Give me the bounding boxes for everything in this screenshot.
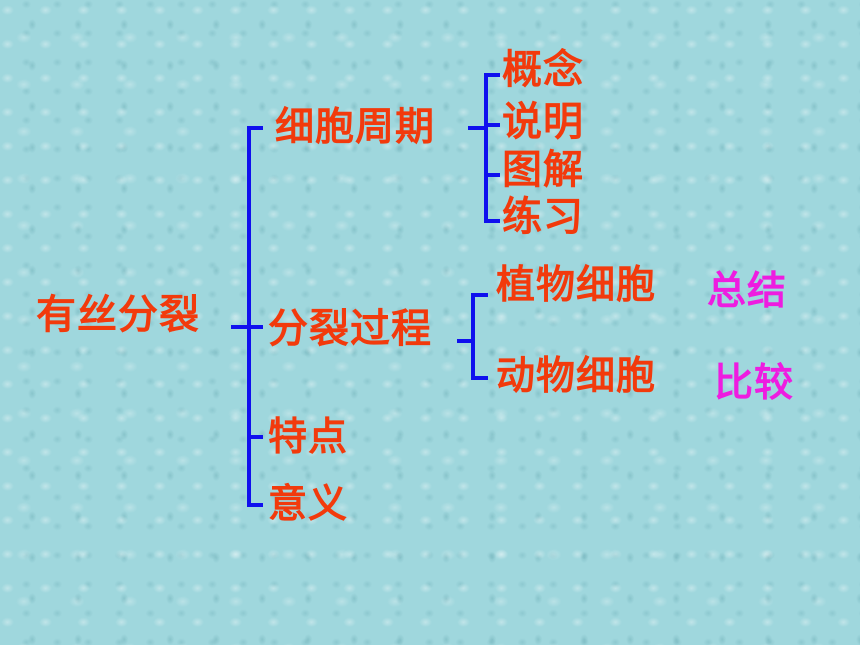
item-illustration: 图解 — [502, 147, 584, 193]
root-label: 有丝分裂 — [36, 292, 200, 338]
item-plant-cell: 植物细胞 — [496, 263, 657, 308]
branch-cell-cycle: 细胞周期 — [275, 105, 436, 150]
branch-division-process: 分裂过程 — [268, 306, 432, 352]
note-compare: 比较 — [714, 361, 795, 406]
branch-significance: 意义 — [268, 482, 349, 527]
cycle-bracket — [484, 73, 500, 223]
note-summary: 总结 — [707, 269, 788, 314]
item-concept: 概念 — [502, 47, 584, 93]
item-explanation: 说明 — [502, 99, 584, 145]
main-bracket — [247, 126, 263, 507]
branch-features: 特点 — [268, 415, 349, 460]
process-bracket — [471, 293, 488, 380]
item-exercise: 练习 — [502, 194, 584, 240]
item-animal-cell: 动物细胞 — [496, 354, 657, 399]
